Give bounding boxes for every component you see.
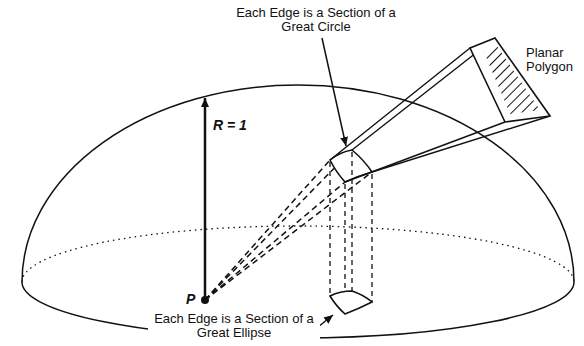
circle-callout: Each Edge is a Section of a Great Circle xyxy=(228,6,404,34)
point-label: P xyxy=(186,292,200,306)
polygon-label: Planar Polygon xyxy=(526,46,582,74)
ellipse-callout: Each Edge is a Section of a Great Ellips… xyxy=(148,312,320,340)
radius-label: R = 1 xyxy=(213,118,263,132)
